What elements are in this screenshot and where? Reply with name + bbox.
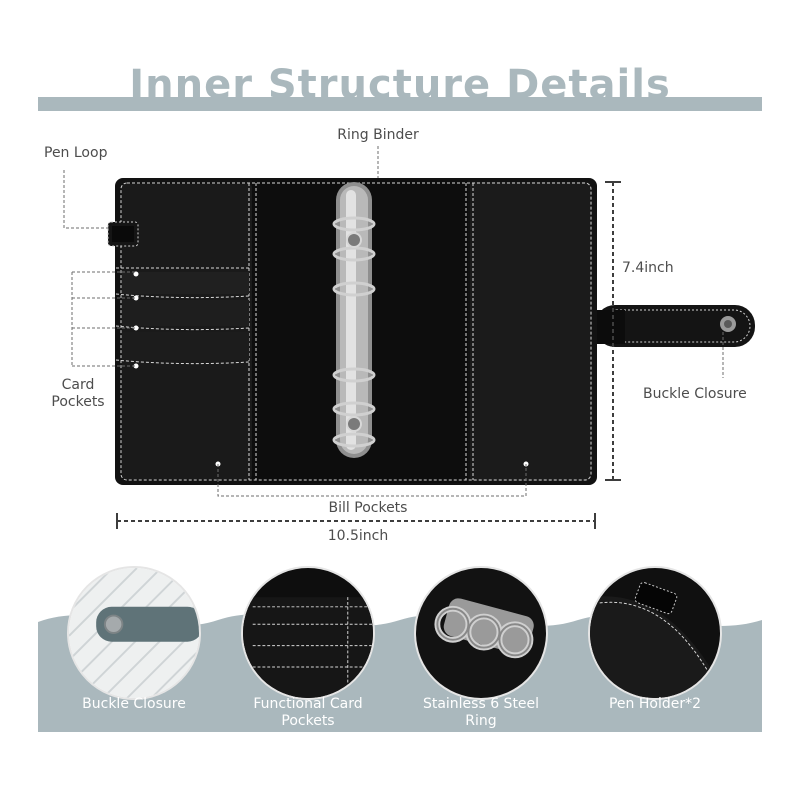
ring-binder-label: Ring Binder	[337, 127, 419, 143]
card-pockets-graphic	[115, 267, 250, 365]
feature-buckle-closure-caption: Buckle Closure	[82, 696, 186, 712]
width-label: 10.5inch	[327, 528, 389, 544]
feature-pen-holder-caption: Pen Holder*2	[608, 696, 702, 712]
pen-loop-graphic	[107, 221, 139, 247]
card-pockets-label: Card Pockets	[51, 377, 105, 410]
height-dimension	[605, 181, 621, 481]
feature-steel-ring-image	[414, 566, 548, 700]
leader-lines	[63, 146, 724, 497]
feature-buckle-closure-image	[67, 566, 201, 700]
buckle-strap	[595, 305, 755, 347]
pen-loop-label: Pen Loop	[44, 145, 108, 161]
height-label: 7.4inch	[622, 260, 674, 276]
page-title: Inner Structure Details	[129, 62, 671, 108]
feature-card-pockets-caption: Functional Card Pockets	[253, 696, 363, 729]
feature-steel-ring-caption: Stainless 6 Steel Ring	[422, 696, 540, 729]
width-dimension	[116, 513, 596, 529]
binder-illustration	[63, 146, 755, 529]
ring-binder-graphic	[332, 182, 376, 458]
feature-pen-holder-image	[588, 566, 722, 700]
feature-band	[38, 614, 762, 732]
title-band	[38, 97, 762, 111]
feature-card-pockets-image	[241, 566, 375, 700]
buckle-closure-label: Buckle Closure	[643, 386, 747, 402]
bill-pockets-label: Bill Pockets	[328, 500, 408, 516]
